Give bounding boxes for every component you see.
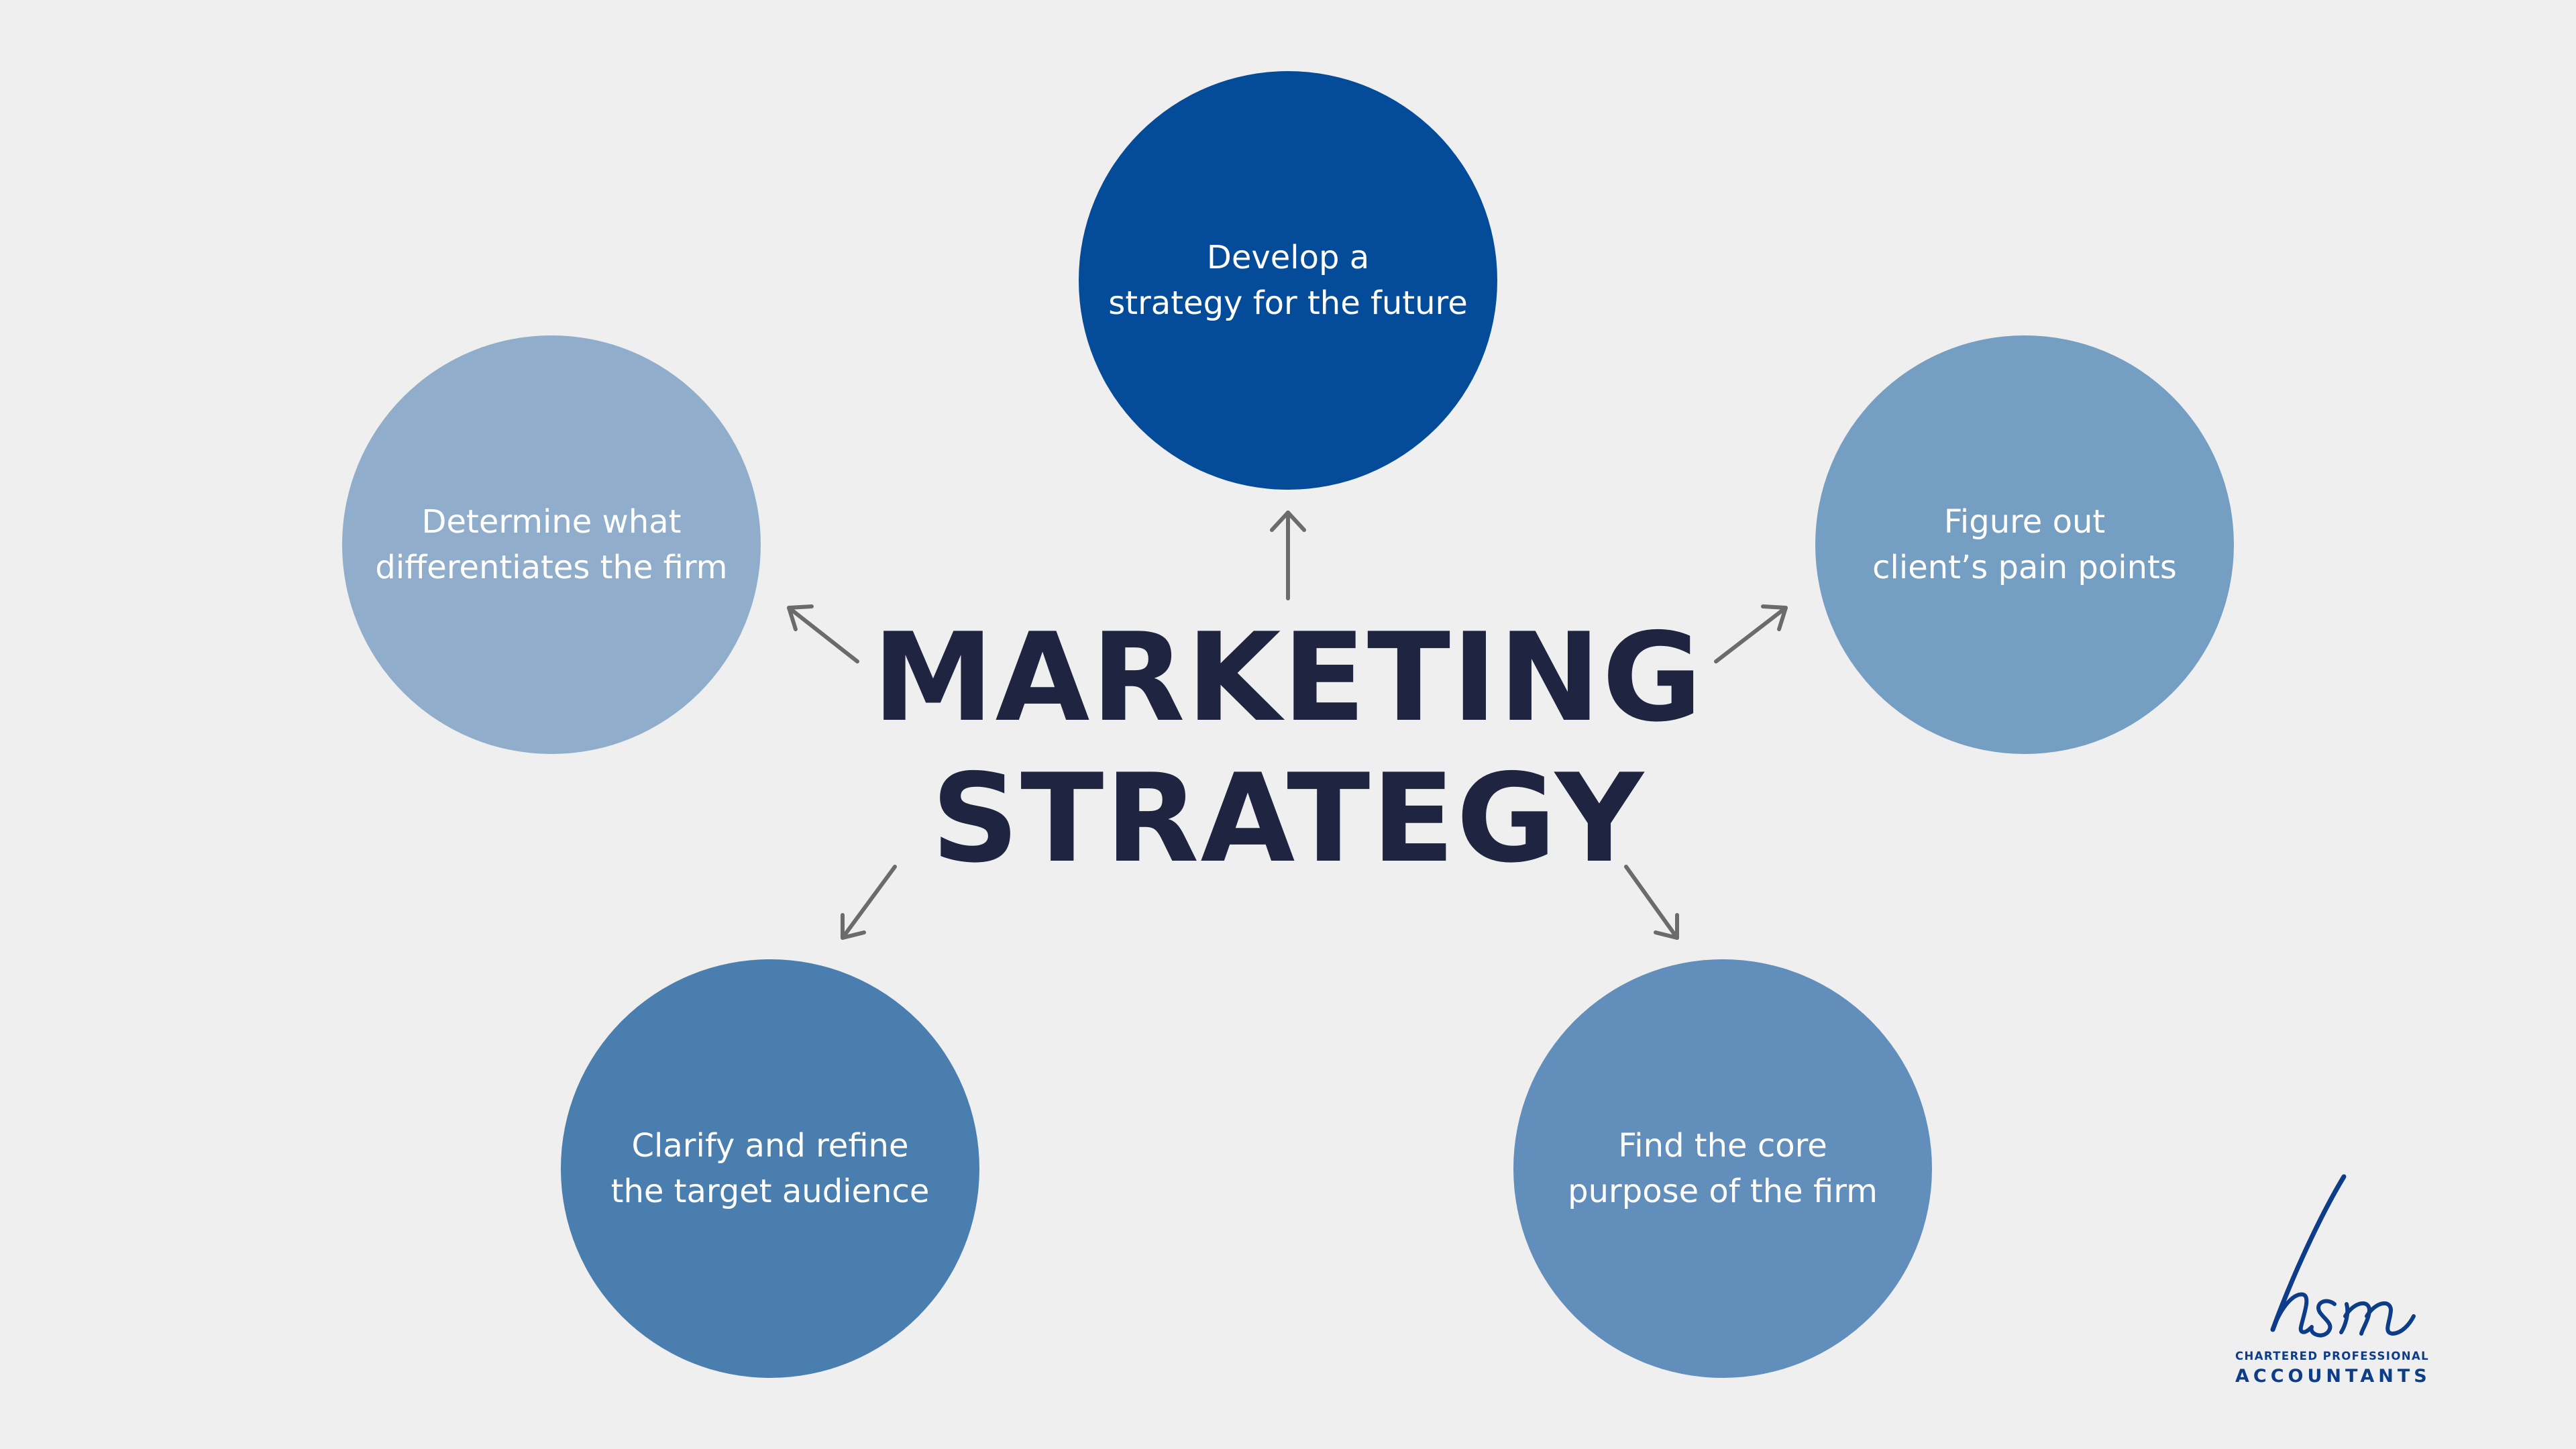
circle-text-line: Develop a [1206, 239, 1370, 276]
hsm-logo: CHARTERED PROFESSIONAL ACCOUNTANTS [2227, 1161, 2462, 1395]
circle-text-line: purpose of the firm [1568, 1173, 1878, 1210]
title-line-2: STRATEGY [931, 747, 1645, 890]
circle-text-line: differentiates the firm [375, 549, 728, 586]
circle-target-audience: Clarify and refine the target audience [561, 959, 979, 1378]
circle-text-line: strategy for the future [1108, 284, 1468, 322]
circle-text-line: client’s pain points [1872, 549, 2177, 586]
circle-text-line: Find the core [1618, 1127, 1827, 1165]
circle-develop-strategy: Develop a strategy for the future [1079, 71, 1497, 490]
arrow-up [1270, 511, 1306, 600]
circle-text-line: Figure out [1943, 503, 2106, 541]
circle-text-line: the target audience [610, 1173, 930, 1210]
central-title: MARKETING STRATEGY [818, 607, 1758, 889]
logo-name: ACCOUNTANTS [2235, 1366, 2431, 1387]
circle-differentiate-firm-text: Determine what differentiates the firm [375, 499, 727, 590]
logo-subtitle: CHARTERED PROFESSIONAL [2235, 1350, 2430, 1362]
circle-text-line: Determine what [421, 503, 682, 541]
circle-core-purpose: Find the core purpose of the firm [1513, 959, 1932, 1378]
circle-target-audience-text: Clarify and refine the target audience [611, 1123, 930, 1214]
circle-pain-points-text: Figure out client’s pain points [1872, 499, 2177, 590]
circle-pain-points: Figure out client’s pain points [1815, 335, 2234, 754]
circle-text-line: Clarify and refine [631, 1127, 909, 1165]
circle-differentiate-firm: Determine what differentiates the firm [342, 335, 761, 754]
title-line-1: MARKETING [872, 606, 1704, 749]
circle-develop-strategy-text: Develop a strategy for the future [1108, 235, 1468, 326]
circle-core-purpose-text: Find the core purpose of the firm [1568, 1123, 1878, 1214]
hsm-script-mark [2270, 1174, 2416, 1338]
